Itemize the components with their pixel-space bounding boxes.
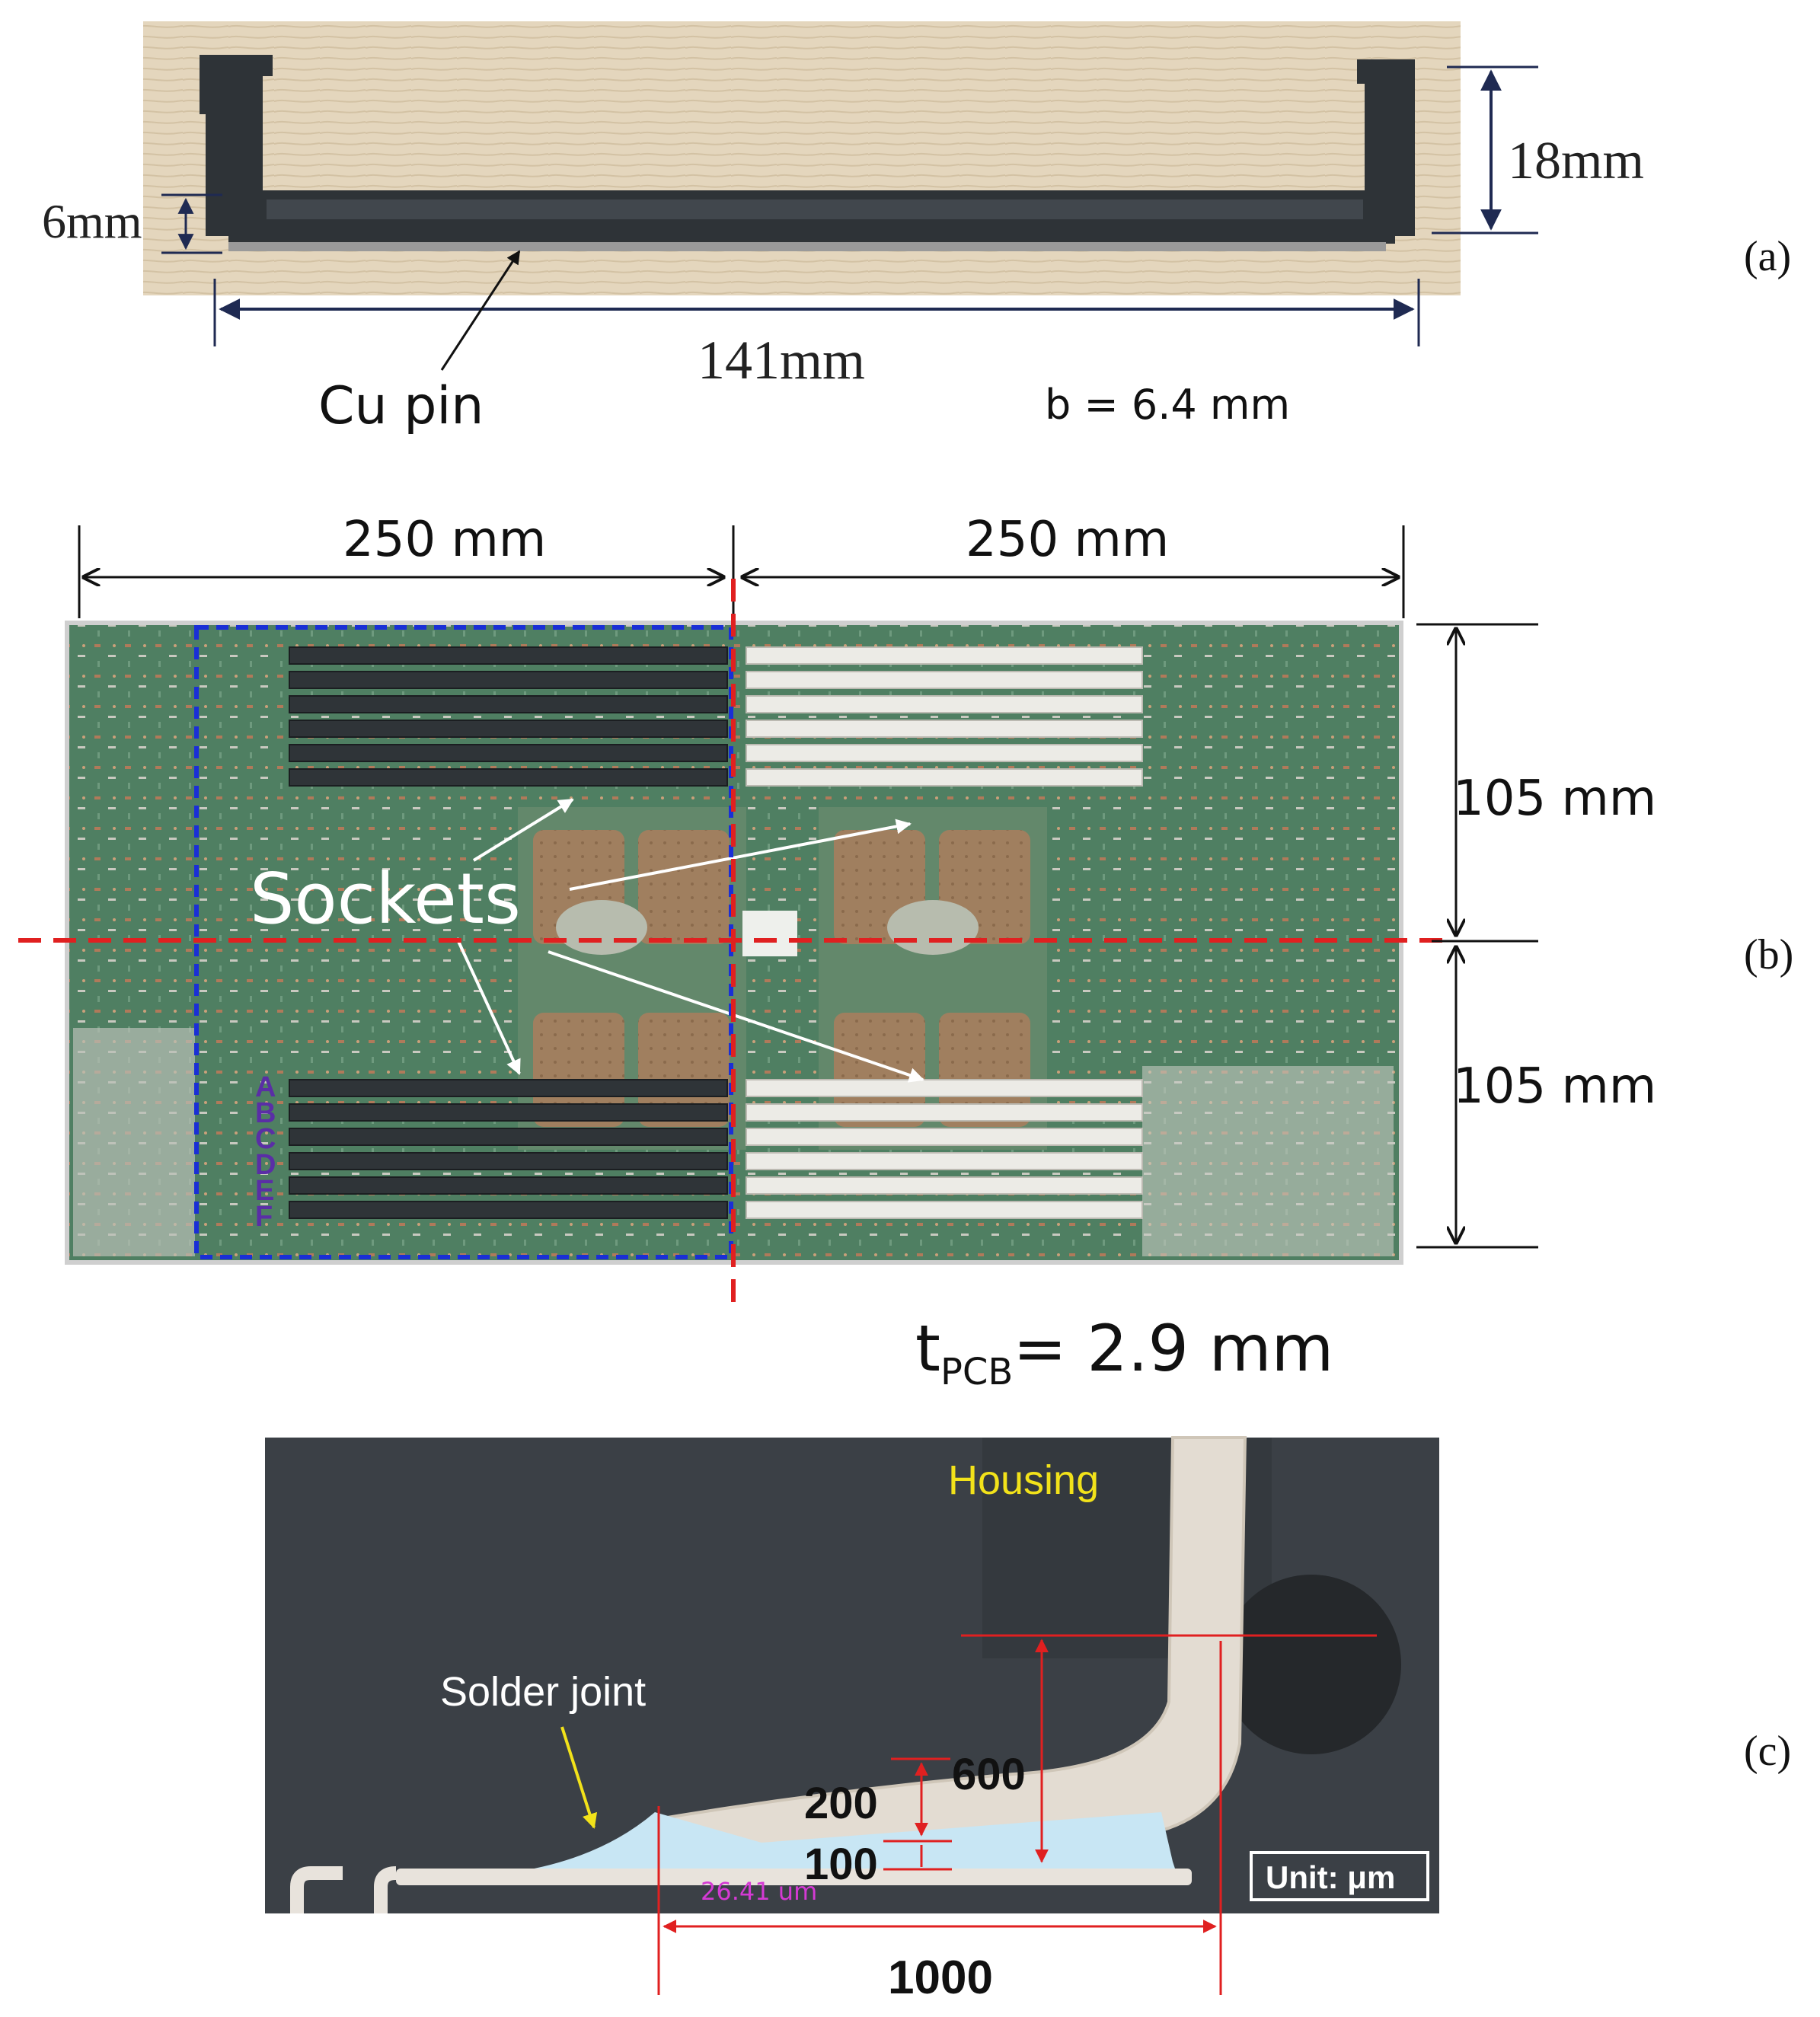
white-dimm-slot-top-5: [746, 744, 1143, 762]
panel-a: 18mm 6mm 141mm Cu pin b = 6.4 mm (a): [42, 21, 1791, 436]
pcb-light-area-right: [1142, 1066, 1394, 1256]
unit-box: [1250, 1851, 1429, 1901]
white-dimm-slot-bottom-6: [746, 1201, 1143, 1219]
measurement-overlay-text: 26.41 um: [701, 1877, 817, 1906]
white-dimm-slot-bottom-5: [746, 1176, 1143, 1195]
white-dimm-slot-top-4: [746, 720, 1143, 738]
sockets-callout-label: Sockets: [250, 858, 521, 940]
pcb-thickness-prefix: t: [915, 1311, 940, 1386]
blue-dashed-region: [194, 625, 733, 1259]
pcb-thickness-label: tPCB= 2.9 mm: [915, 1311, 1333, 1393]
b-dimension-label: b = 6.4 mm: [1045, 381, 1290, 429]
unit-box-label: Unit: μm: [1266, 1859, 1395, 1895]
slot-letter-d: D: [255, 1149, 276, 1181]
panel-c-label: (c): [1744, 1728, 1791, 1775]
black-dimm-slot-bottom-1: [289, 1079, 728, 1097]
dark-void: [1221, 1575, 1401, 1754]
dimm-slot-rows: [289, 646, 1143, 1219]
sockets-arrow-1: [472, 798, 574, 862]
black-dimm-slot-bottom-4: [289, 1152, 728, 1170]
dim-600-label: 600: [952, 1750, 1026, 1799]
black-dimm-slot-bottom-2: [289, 1103, 728, 1122]
white-dimm-slot-top-6: [746, 768, 1143, 787]
solder-joint-fillet: [518, 1812, 1177, 1873]
copper-pad-strip: [396, 1869, 1192, 1885]
panel-c: Housing Solder joint 600 200 100 1000 26…: [265, 1436, 1791, 2004]
dim-6mm-label: 6mm: [42, 194, 142, 248]
black-dimm-slot-top-5: [289, 744, 728, 762]
slot-letter-b: B: [255, 1097, 276, 1129]
cu-pin-row: [228, 242, 1386, 251]
slot-letter-e: E: [255, 1175, 274, 1207]
sockets-arrow-3: [455, 937, 521, 1075]
black-dimm-slot-top-1: [289, 646, 728, 665]
slot-letter-f: F: [255, 1201, 273, 1233]
white-dimm-slot-top-2: [746, 671, 1143, 689]
black-dimm-slot-bottom-3: [289, 1128, 728, 1146]
center-white-pad: [742, 911, 797, 956]
dim-250-left-label: 250 mm: [343, 512, 546, 568]
trace-left-hook-2: [374, 1866, 397, 1913]
white-dimm-slot-bottom-2: [746, 1103, 1143, 1122]
dim-200-label: 200: [804, 1779, 878, 1828]
black-dimm-slot-top-3: [289, 695, 728, 713]
housing-label: Housing: [948, 1457, 1099, 1503]
cpu-socket-right: [819, 807, 1047, 1150]
white-dimm-slot-bottom-3: [746, 1128, 1143, 1146]
dim-250-right-label: 250 mm: [966, 512, 1169, 568]
trace-left-hook: [290, 1866, 343, 1913]
dimm-socket-photo: [200, 55, 1415, 244]
slot-letter-a: A: [255, 1071, 276, 1103]
black-dimm-slot-bottom-5: [289, 1176, 728, 1195]
wood-background: [143, 21, 1461, 295]
dim-105-top-label: 105 mm: [1453, 771, 1656, 827]
dim-105-bottom-label: 105 mm: [1453, 1058, 1656, 1115]
black-dimm-slot-top-4: [289, 720, 728, 738]
panel-a-label: (a): [1744, 233, 1791, 280]
pcb-thickness-value: = 2.9 mm: [1013, 1311, 1333, 1386]
cu-pin-label: Cu pin: [318, 376, 484, 436]
solder-joint-arrow: [560, 1726, 598, 1829]
black-dimm-slot-top-6: [289, 768, 728, 787]
pcb-thickness-subscript: PCB: [940, 1351, 1013, 1393]
white-dimm-slot-bottom-4: [746, 1152, 1143, 1170]
solder-joint-label: Solder joint: [440, 1669, 646, 1715]
sockets-arrow-2: [569, 819, 912, 891]
pcb-light-area-left: [73, 1028, 195, 1256]
dim-1000-label: 1000: [888, 1952, 993, 2004]
dim-141mm-label: 141mm: [698, 330, 865, 391]
panel-b-label: (b): [1744, 931, 1793, 978]
white-dimm-slot-top-3: [746, 695, 1143, 713]
dim-100-label: 100: [804, 1840, 878, 1889]
cu-pin-callout-arrow: [440, 250, 521, 371]
white-dimm-slot-top-1: [746, 646, 1143, 665]
slot-letter-c: C: [255, 1123, 276, 1155]
socket-groove: [267, 199, 1363, 219]
black-dimm-slot-top-2: [289, 671, 728, 689]
cpu-socket-left: [518, 807, 746, 1150]
dim-18mm-label: 18mm: [1508, 132, 1644, 190]
black-dimm-slot-bottom-6: [289, 1201, 728, 1219]
white-dimm-slot-bottom-1: [746, 1079, 1143, 1097]
